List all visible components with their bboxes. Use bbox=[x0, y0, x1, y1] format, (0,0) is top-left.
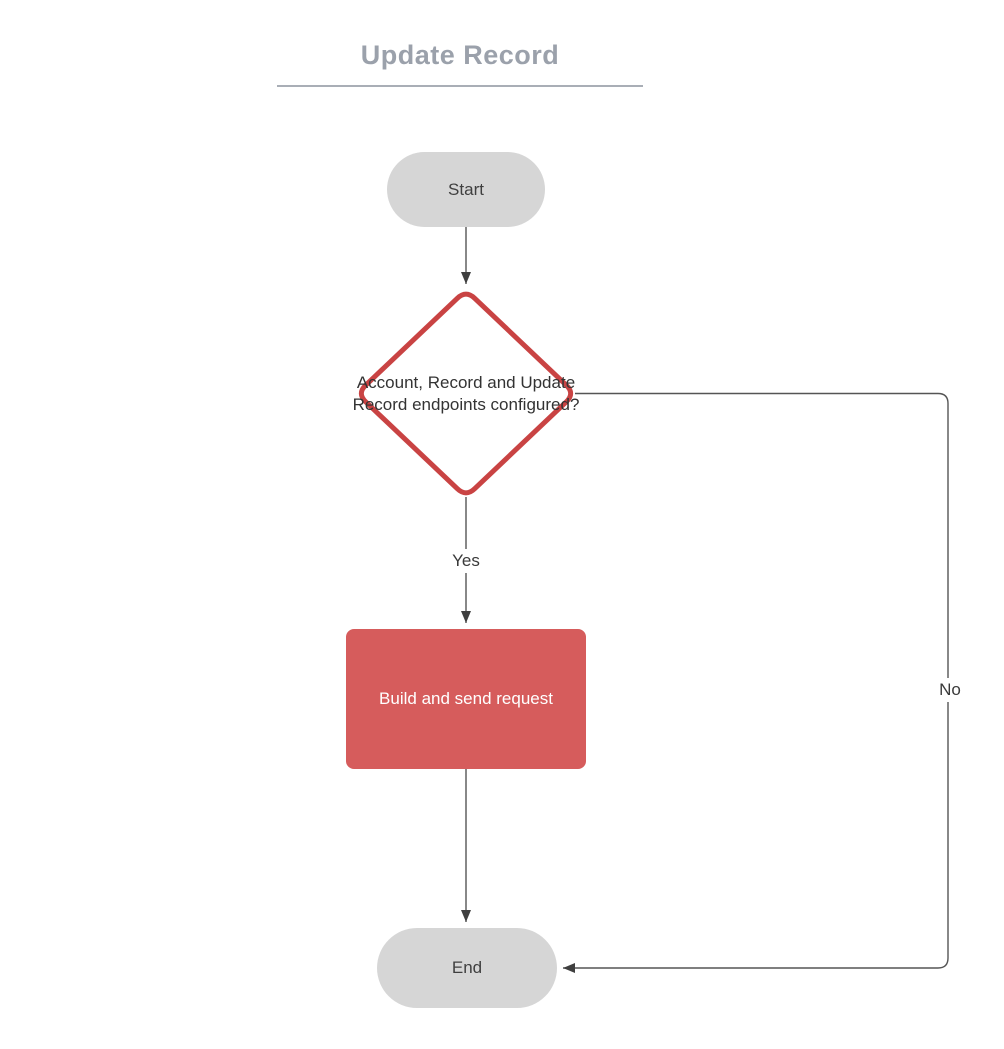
edge-label-no: No bbox=[934, 678, 966, 702]
edge-decision-to-end bbox=[563, 392, 949, 973]
node-process-label: Build and send request bbox=[379, 689, 553, 708]
node-process: Build and send request bbox=[346, 629, 586, 769]
edge-label-yes: Yes bbox=[447, 549, 485, 573]
diagram-title-block: Update Record bbox=[277, 40, 643, 87]
node-start-label: Start bbox=[448, 179, 484, 199]
node-end: End bbox=[377, 928, 557, 1008]
decision-diamond-shape bbox=[358, 291, 574, 496]
node-decision-label: Account, Record and Update Record endpoi… bbox=[352, 372, 580, 414]
node-end-label: End bbox=[451, 958, 483, 977]
diagram-title: Update Record bbox=[360, 40, 560, 70]
node-decision: Account, Record and Update Record endpoi… bbox=[352, 290, 580, 497]
node-start: Start bbox=[387, 152, 545, 227]
